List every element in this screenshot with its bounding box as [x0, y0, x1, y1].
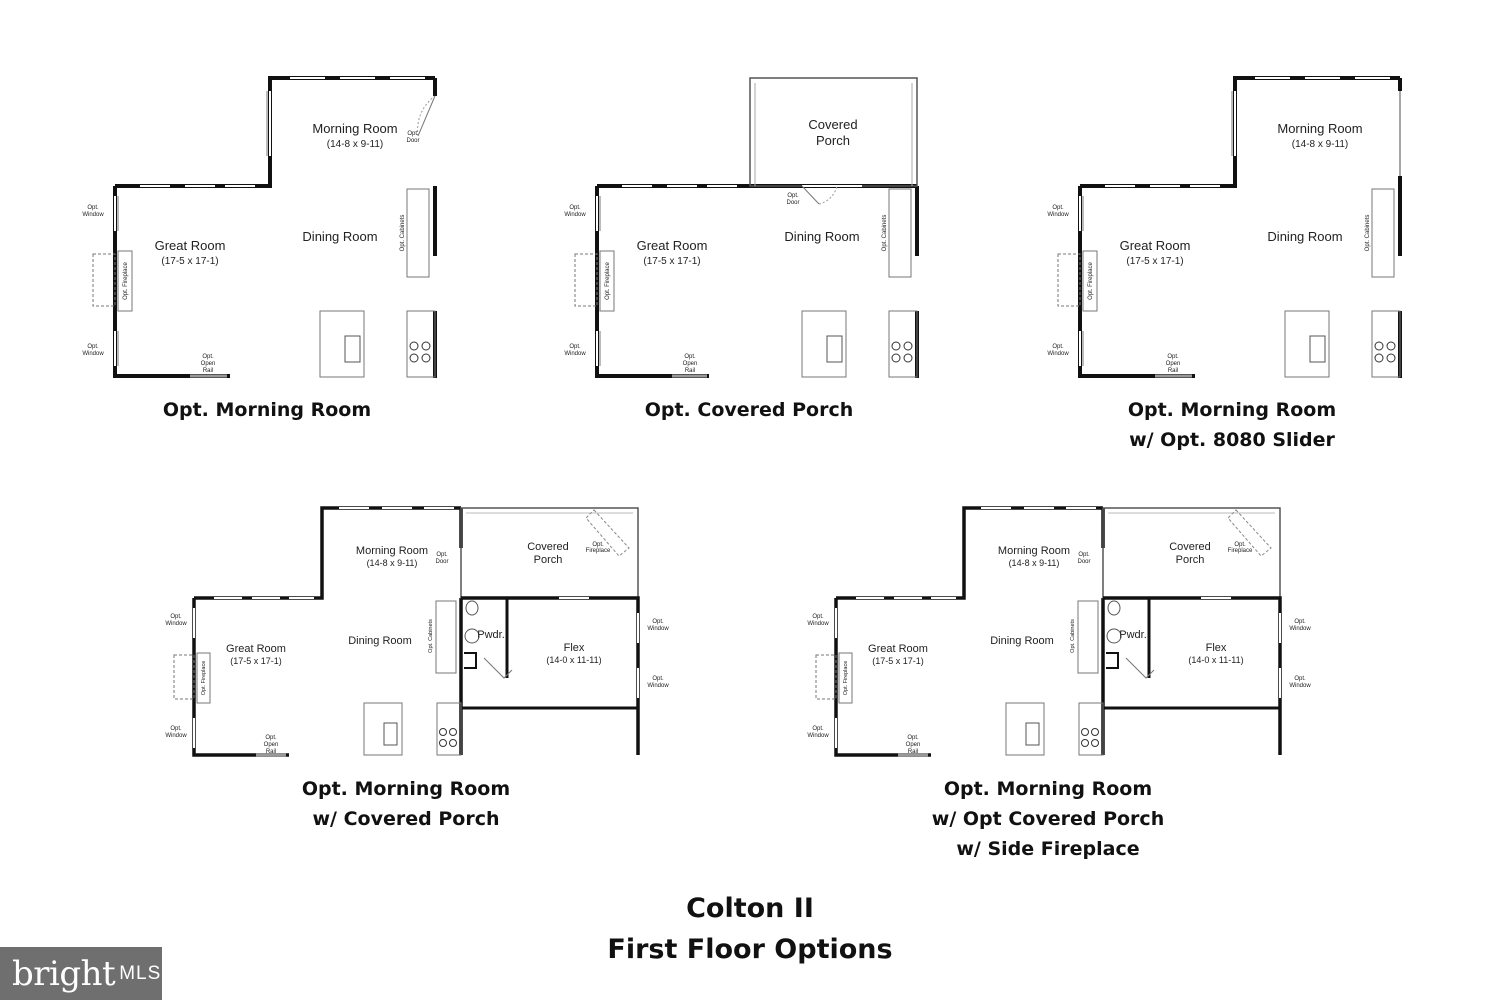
bright-mls-logo: bright MLS [0, 947, 162, 1000]
logo-mls: MLS [119, 962, 162, 984]
caption-plan4: Opt. Morning Room w/ Covered Porch [256, 774, 556, 834]
logo-word: bright [12, 953, 116, 994]
caption-line: w/ Opt. 8080 Slider [1129, 429, 1335, 451]
caption-plan3: Opt. Morning Room w/ Opt. 8080 Slider [1082, 395, 1382, 455]
caption-line: Opt. Morning Room [943, 778, 1153, 800]
caption-plan5: Opt. Morning Room w/ Opt Covered Porch w… [898, 774, 1198, 864]
caption-line: w/ Side Fireplace [956, 838, 1140, 860]
caption-line: Opt. Covered Porch [644, 399, 854, 421]
caption-line: Opt. Morning Room [301, 778, 511, 800]
caption-line: Opt. Morning Room [162, 399, 372, 421]
plan-opt-morning-room-slider [1045, 76, 1402, 380]
caption-line: w/ Opt Covered Porch [931, 808, 1165, 830]
plan-morning-room-covered-porch [163, 506, 672, 757]
plan-opt-covered-porch [562, 76, 919, 380]
caption-plan1: Opt. Morning Room [117, 395, 417, 425]
plan-opt-morning-room [80, 76, 437, 380]
caption-line: w/ Covered Porch [312, 808, 500, 830]
caption-line: Opt. Morning Room [1127, 399, 1337, 421]
title-line-1: Colton II [686, 893, 814, 924]
page-title: Colton II First Floor Options [450, 888, 1050, 970]
plan-morning-room-porch-side-fireplace [805, 506, 1314, 757]
caption-plan2: Opt. Covered Porch [599, 395, 899, 425]
title-line-2: First Floor Options [607, 934, 893, 965]
